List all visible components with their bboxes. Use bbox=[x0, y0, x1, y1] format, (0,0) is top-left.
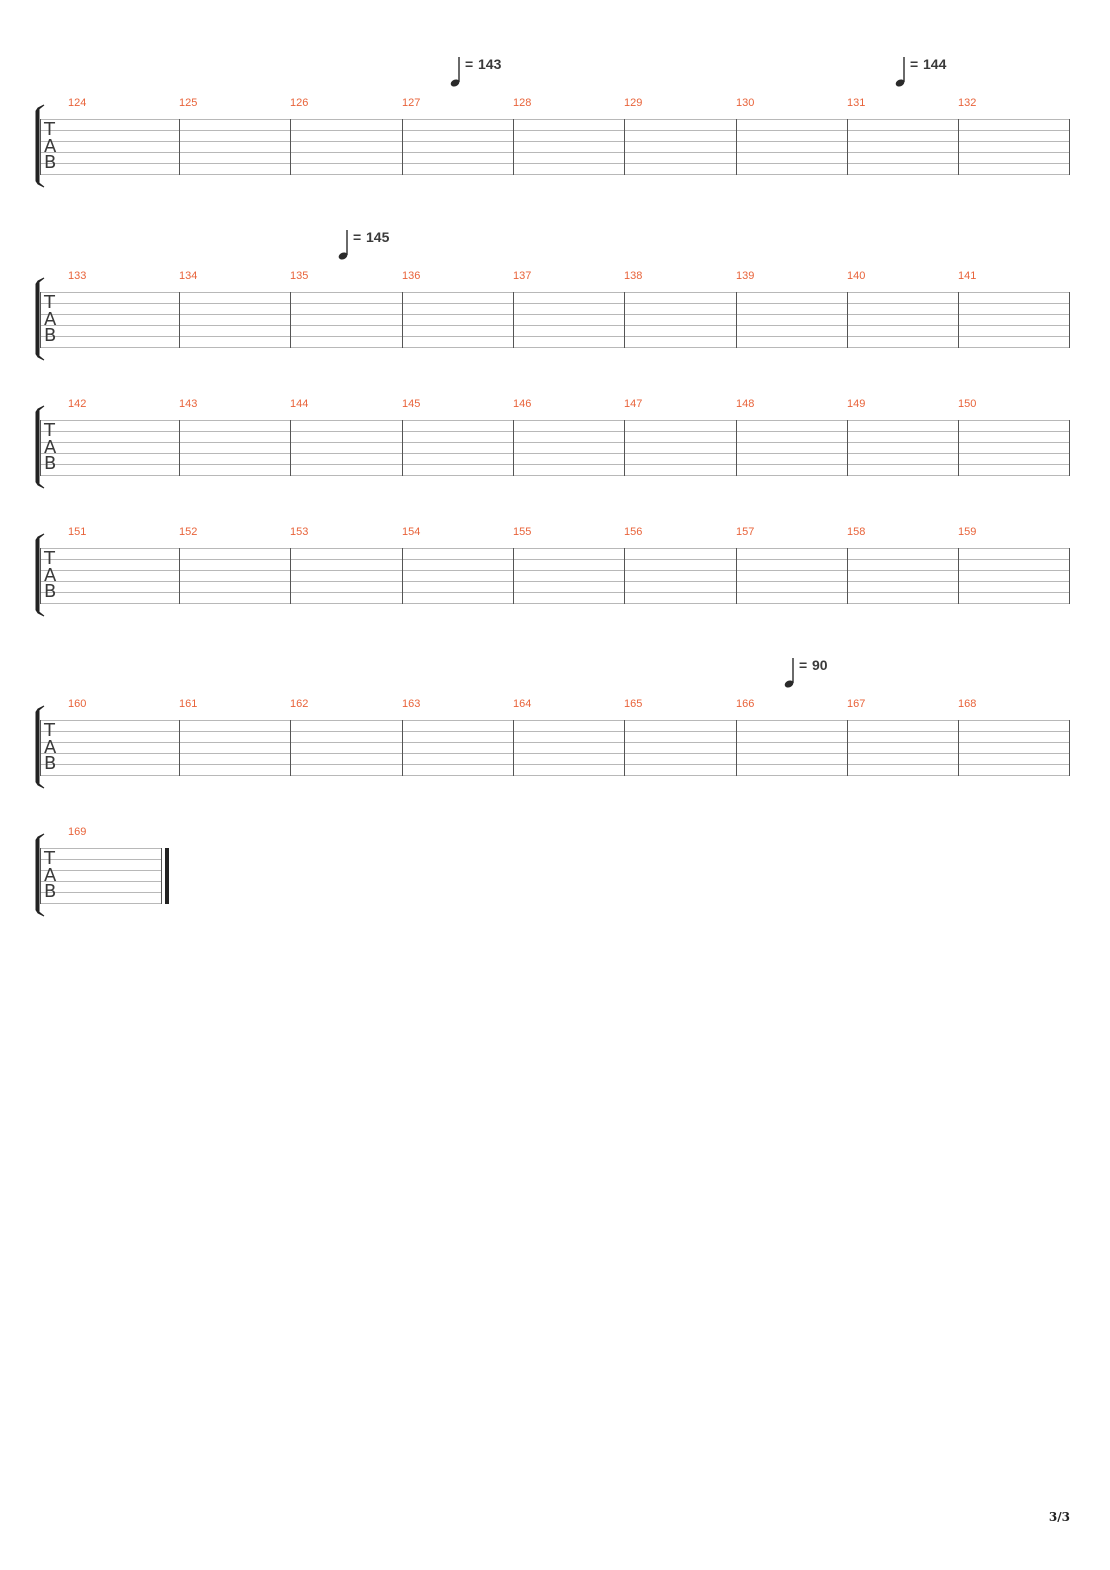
tab-clef-letter: A bbox=[44, 309, 57, 330]
tab-system: TAB 169 bbox=[35, 826, 169, 917]
bar-number: 150 bbox=[958, 398, 976, 410]
tab-system: TAB 142 143 144 145 146 147 148 149 150 bbox=[35, 398, 1070, 489]
tempo-value: 145 bbox=[366, 229, 390, 245]
bar-number: 141 bbox=[958, 270, 976, 282]
system-bracket bbox=[35, 705, 45, 789]
tab-clef-letter: A bbox=[44, 136, 57, 157]
bar-number: 131 bbox=[847, 97, 865, 109]
tempo-mark: = 144 bbox=[895, 56, 947, 87]
system-bracket bbox=[35, 104, 45, 188]
bar-number: 137 bbox=[513, 270, 531, 282]
bar-number: 142 bbox=[68, 398, 86, 410]
bar-number: 129 bbox=[624, 97, 642, 109]
bar-number: 133 bbox=[68, 270, 86, 282]
bar-number: 151 bbox=[68, 526, 86, 538]
bar-number: 167 bbox=[847, 698, 865, 710]
bar-number: 166 bbox=[736, 698, 754, 710]
tab-clef-letter: A bbox=[44, 737, 57, 758]
final-thick-barline bbox=[165, 848, 169, 904]
bar-number: 147 bbox=[624, 398, 642, 410]
bar-number: 125 bbox=[179, 97, 197, 109]
bar-number: 144 bbox=[290, 398, 308, 410]
bar-number: 155 bbox=[513, 526, 531, 538]
tab-clef-letter: A bbox=[44, 565, 57, 586]
tab-clef-letter: A bbox=[44, 865, 57, 886]
bar-number: 159 bbox=[958, 526, 976, 538]
system-bracket bbox=[35, 533, 45, 617]
tab-clef-letter: T bbox=[43, 720, 56, 741]
bar-number: 152 bbox=[179, 526, 197, 538]
bar-number: 134 bbox=[179, 270, 197, 282]
bar-number: 158 bbox=[847, 526, 865, 538]
bar-number: 138 bbox=[624, 270, 642, 282]
quarter-note-icon bbox=[784, 680, 794, 688]
bar-number: 157 bbox=[736, 526, 754, 538]
tempo-mark: = 143 bbox=[450, 56, 502, 87]
bar-number: 140 bbox=[847, 270, 865, 282]
tab-clef-letter: T bbox=[43, 420, 56, 441]
system-bracket bbox=[35, 405, 45, 489]
system-bracket bbox=[35, 833, 45, 917]
tempo-equals: = bbox=[799, 657, 807, 673]
tab-clef-letter: B bbox=[44, 453, 56, 474]
tab-clef-letter: T bbox=[43, 548, 56, 569]
tab-system: TAB 133 134 135 136 137 138 139 140 141 = 145 bbox=[35, 229, 1070, 361]
tempo-equals: = bbox=[465, 56, 473, 72]
bar-number: 135 bbox=[290, 270, 308, 282]
bar-number: 149 bbox=[847, 398, 865, 410]
bar-number: 162 bbox=[290, 698, 308, 710]
tempo-value: 143 bbox=[478, 56, 502, 72]
quarter-note-icon bbox=[338, 252, 348, 260]
bar-number: 124 bbox=[68, 97, 86, 109]
bar-number: 161 bbox=[179, 698, 197, 710]
bar-number: 153 bbox=[290, 526, 308, 538]
tab-clef-letter: T bbox=[43, 119, 56, 140]
bar-number: 143 bbox=[179, 398, 197, 410]
tempo-equals: = bbox=[910, 56, 918, 72]
tab-clef-letter: T bbox=[43, 848, 56, 869]
tempo-mark: = 145 bbox=[338, 229, 390, 260]
tempo-mark: = 90 bbox=[784, 657, 828, 688]
quarter-note-icon bbox=[895, 79, 905, 87]
bar-number: 165 bbox=[624, 698, 642, 710]
tab-system: TAB 124 125 126 127 128 129 130 131 132 = 143 = 144 bbox=[35, 56, 1070, 188]
tab-system: TAB 160 161 162 163 164 165 166 167 168 = 90 bbox=[35, 657, 1070, 789]
tab-clef-letter: B bbox=[44, 581, 56, 602]
tempo-value: 144 bbox=[923, 56, 947, 72]
bar-number: 163 bbox=[402, 698, 420, 710]
bar-number: 164 bbox=[513, 698, 531, 710]
tab-clef-letter: A bbox=[44, 437, 57, 458]
bar-number: 160 bbox=[68, 698, 86, 710]
bar-number: 168 bbox=[958, 698, 976, 710]
bar-number: 136 bbox=[402, 270, 420, 282]
bar-number: 169 bbox=[68, 826, 86, 838]
system-bracket bbox=[35, 277, 45, 361]
page-number: 3/3 bbox=[1048, 1510, 1070, 1524]
bar-number: 130 bbox=[736, 97, 754, 109]
tab-clef-letter: B bbox=[44, 753, 56, 774]
tab-system: TAB 151 152 153 154 155 156 157 158 159 bbox=[35, 526, 1070, 617]
bar-number: 156 bbox=[624, 526, 642, 538]
tab-clef-letter: B bbox=[44, 881, 56, 902]
tab-clef-letter: B bbox=[44, 152, 56, 173]
tab-clef-letter: T bbox=[43, 292, 56, 313]
quarter-note-icon bbox=[450, 79, 460, 87]
bar-number: 145 bbox=[402, 398, 420, 410]
bar-number: 139 bbox=[736, 270, 754, 282]
bar-number: 154 bbox=[402, 526, 420, 538]
bar-number: 127 bbox=[402, 97, 420, 109]
tempo-value: 90 bbox=[812, 657, 828, 673]
bar-number: 146 bbox=[513, 398, 531, 410]
bar-number: 128 bbox=[513, 97, 531, 109]
tempo-equals: = bbox=[353, 229, 361, 245]
tab-clef-letter: B bbox=[44, 325, 56, 346]
bar-number: 126 bbox=[290, 97, 308, 109]
bar-number: 148 bbox=[736, 398, 754, 410]
bar-number: 132 bbox=[958, 97, 976, 109]
